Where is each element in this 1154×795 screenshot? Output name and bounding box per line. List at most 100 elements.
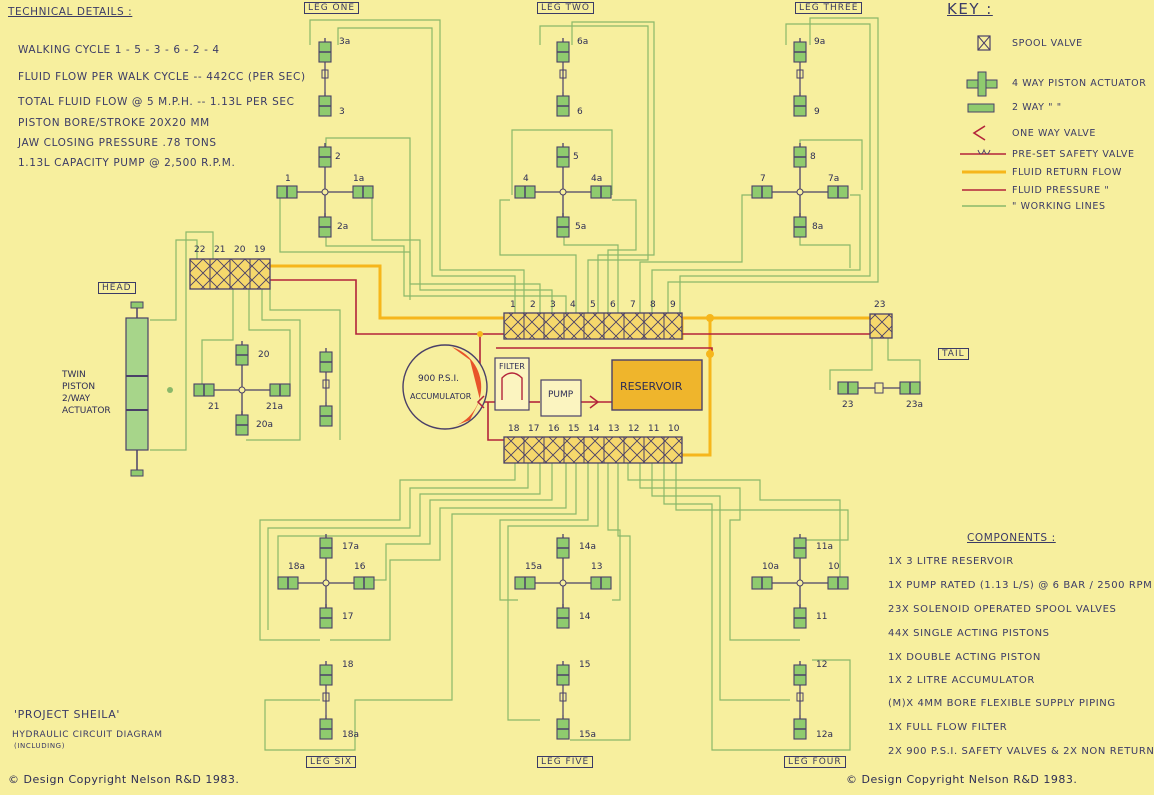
leg-three-label: Leg three — [795, 2, 863, 14]
piston-number: 16 — [548, 424, 560, 434]
piston-number: 2 — [530, 300, 536, 310]
tail-label: Tail — [938, 348, 969, 360]
piston — [793, 38, 807, 63]
filter-label: Filter — [499, 362, 525, 371]
valve-23 — [869, 313, 893, 339]
piston — [793, 604, 807, 629]
piston-number: 1a — [353, 174, 365, 184]
piston — [319, 534, 333, 559]
component-line: (M)x 4mm bore flexible supply piping — [888, 698, 1116, 709]
piston — [556, 661, 570, 686]
piston-number: 17a — [342, 542, 359, 552]
piston — [556, 534, 570, 559]
piston — [827, 576, 849, 590]
piston-number: 4 — [523, 174, 529, 184]
two-way-actuator — [322, 685, 330, 715]
leg-two-label: Leg two — [537, 2, 595, 14]
project-subtitle: Hydraulic circuit diagram — [12, 730, 163, 740]
piston-number: 7a — [828, 174, 840, 184]
filter-box — [494, 357, 530, 411]
tech-line: Jaw closing pressure .78 tons — [18, 137, 217, 149]
one-way-valve-icon — [589, 395, 600, 409]
two-way-actuator — [322, 372, 330, 402]
key-item-working: " working lines — [1012, 201, 1106, 212]
component-line: 2x 900 P.S.I. safety valves & 2x non ret… — [888, 746, 1154, 757]
piston-number: 13 — [591, 562, 603, 572]
piston — [793, 661, 807, 686]
component-line: 1x full flow filter — [888, 722, 1008, 733]
piston-number: 18 — [508, 424, 520, 434]
two-way-actuator — [559, 62, 567, 92]
twin-actuator-label: 2/Way — [62, 394, 91, 404]
piston-number: 20 — [258, 350, 270, 360]
piston-number: 11 — [816, 612, 828, 622]
piston — [318, 92, 332, 117]
piston-number: 7 — [760, 174, 766, 184]
piston-number: 10 — [828, 562, 840, 572]
piston-number: 9 — [670, 300, 676, 310]
piston — [514, 185, 536, 199]
piston — [793, 715, 807, 740]
piston-number: 3 — [339, 107, 345, 117]
piston — [590, 576, 612, 590]
project-name: 'Project Sheila' — [14, 708, 121, 721]
piston — [235, 341, 249, 366]
key-item-safety: Pre-set safety valve — [1012, 149, 1135, 160]
piston-number: 9a — [814, 37, 826, 47]
piston — [793, 143, 807, 168]
component-line: 1x 3 litre reservoir — [888, 556, 1014, 567]
piston-number: 15a — [579, 730, 596, 740]
components-title: Components : — [967, 532, 1056, 544]
piston — [556, 92, 570, 117]
piston — [793, 213, 807, 238]
four-way-actuator — [298, 558, 354, 608]
piston-number: 5a — [575, 222, 587, 232]
tech-line: 1.13L capacity pump @ 2,500 R.P.M. — [18, 157, 236, 169]
piston — [318, 143, 332, 168]
piston — [276, 185, 298, 199]
four-way-actuator — [535, 167, 591, 217]
piston-number: 10 — [668, 424, 680, 434]
piston-number: 20a — [256, 420, 273, 430]
key-item-pressure: Fluid pressure " — [1012, 185, 1110, 196]
piston-number: 2 — [335, 152, 341, 162]
piston — [319, 715, 333, 740]
piston-number: 8 — [650, 300, 656, 310]
copyright-left: © Design Copyright Nelson R&D 1983. — [8, 773, 240, 786]
pump-label: Pump — [548, 390, 574, 400]
piston — [827, 185, 849, 199]
piston — [353, 576, 375, 590]
technical-details-title: Technical Details : — [8, 6, 133, 18]
two-way-actuator — [321, 62, 329, 92]
bottom-valve-bank — [503, 436, 683, 464]
one-way-valve-icon — [476, 395, 485, 409]
piston — [751, 576, 773, 590]
piston-number: 13 — [608, 424, 620, 434]
piston-number: 15 — [579, 660, 591, 670]
piston — [193, 383, 215, 397]
piston-number: 9 — [814, 107, 820, 117]
piston-number: 1 — [510, 300, 516, 310]
piston-number: 6 — [610, 300, 616, 310]
hydraulic-circuit-drawing — [125, 17, 1006, 751]
piston-number: 18a — [342, 730, 359, 740]
piston — [793, 92, 807, 117]
piston — [514, 576, 536, 590]
piston-number: 4a — [591, 174, 603, 184]
copyright-right: © Design Copyright Nelson R&D 1983. — [846, 773, 1078, 786]
piston-number: 21 — [208, 402, 220, 412]
piston-number: 21a — [266, 402, 283, 412]
twin-actuator-label: Actuator — [62, 406, 111, 416]
component-line: 1x 2 litre accumulator — [888, 675, 1035, 686]
twin-piston-actuator — [125, 301, 173, 477]
piston-number: 18a — [288, 562, 305, 572]
four-way-actuator — [772, 558, 828, 608]
leg-five-label: Leg five — [537, 756, 594, 768]
piston-number: 7 — [630, 300, 636, 310]
piston-number: 3a — [339, 37, 351, 47]
piston — [277, 576, 299, 590]
tech-line: Total fluid flow @ 5 m.p.h. -- 1.13L per… — [18, 96, 295, 108]
piston — [318, 213, 332, 238]
four-way-actuator — [297, 167, 353, 217]
piston-number: 12 — [628, 424, 640, 434]
